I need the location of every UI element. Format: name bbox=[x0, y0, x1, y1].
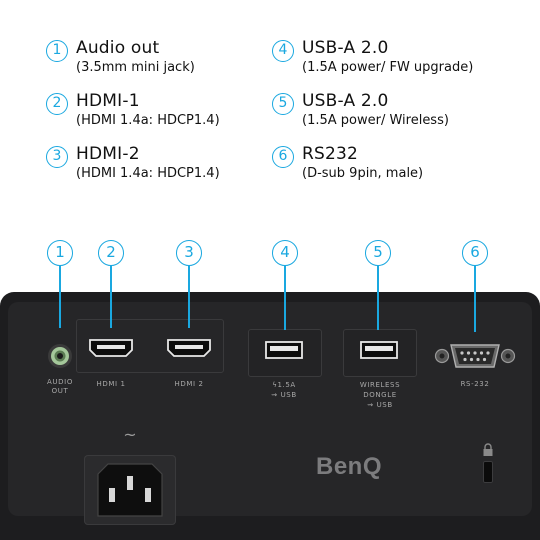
audio-jack-port[interactable] bbox=[46, 342, 74, 370]
usb-icon: ⇝ bbox=[271, 391, 278, 399]
legend-subtitle: (3.5mm mini jack) bbox=[76, 60, 195, 75]
legend-title: RS232 bbox=[302, 144, 359, 164]
legend-title: Audio out bbox=[76, 38, 160, 58]
callout-number: 2 bbox=[98, 240, 124, 266]
rs232-port[interactable] bbox=[434, 341, 516, 371]
callout-line bbox=[188, 266, 190, 328]
rs232-label: RS-232 bbox=[460, 380, 490, 388]
hdmi-1-label: HDMI 1 bbox=[96, 380, 126, 388]
kensington-slot[interactable] bbox=[483, 461, 493, 483]
lock-icon bbox=[483, 443, 493, 456]
usb-1-label-line2: ⇝ USB bbox=[271, 391, 297, 399]
legend-number-2: 2 bbox=[46, 93, 68, 115]
legend-subtitle: (HDMI 1.4a: HDCP1.4) bbox=[76, 113, 220, 128]
callout-number: 3 bbox=[176, 240, 202, 266]
legend-title: HDMI-1 bbox=[76, 91, 140, 111]
usb-icon: ⇝ bbox=[367, 401, 374, 409]
usb-a-port-2[interactable] bbox=[360, 341, 398, 359]
usb-2-label-line2: DONGLE bbox=[363, 391, 397, 399]
legend-title: USB-A 2.0 bbox=[302, 91, 389, 111]
legend-number-6: 6 bbox=[272, 146, 294, 168]
audio-label-line1: AUDIO bbox=[47, 378, 73, 386]
power-inlet-port[interactable] bbox=[94, 460, 166, 520]
legend-subtitle: (1.5A power/ Wireless) bbox=[302, 113, 449, 128]
legend-title: USB-A 2.0 bbox=[302, 38, 389, 58]
callout-number: 5 bbox=[365, 240, 391, 266]
hdmi-2-port[interactable] bbox=[166, 338, 212, 358]
callout-line bbox=[474, 266, 476, 332]
hdmi-recess bbox=[76, 319, 224, 373]
hdmi-1-port[interactable] bbox=[88, 338, 134, 358]
usb-2-label-line3: ⇝ USB bbox=[367, 401, 393, 409]
legend-title: HDMI-2 bbox=[76, 144, 140, 164]
benq-logo: BenQ bbox=[316, 453, 383, 480]
callout-number: 1 bbox=[47, 240, 73, 266]
callout-line bbox=[110, 266, 112, 328]
legend-subtitle: (HDMI 1.4a: HDCP1.4) bbox=[76, 166, 220, 181]
callout-number: 4 bbox=[272, 240, 298, 266]
ac-symbol: ~ bbox=[123, 425, 137, 444]
callout-line bbox=[284, 266, 286, 330]
legend-number-3: 3 bbox=[46, 146, 68, 168]
callout-line bbox=[377, 266, 379, 330]
legend-number-1: 1 bbox=[46, 40, 68, 62]
audio-label-line2: OUT bbox=[51, 387, 69, 395]
usb-1-label-line1: ϟ1.5A bbox=[272, 381, 296, 389]
lightning-icon: ϟ bbox=[272, 381, 278, 389]
hdmi-2-label: HDMI 2 bbox=[174, 380, 204, 388]
callout-line bbox=[59, 266, 61, 328]
legend-number-4: 4 bbox=[272, 40, 294, 62]
legend-subtitle: (D-sub 9pin, male) bbox=[302, 166, 424, 181]
usb-a-port-1[interactable] bbox=[265, 341, 303, 359]
legend-subtitle: (1.5A power/ FW upgrade) bbox=[302, 60, 474, 75]
legend-number-5: 5 bbox=[272, 93, 294, 115]
callout-number: 6 bbox=[462, 240, 488, 266]
usb-2-label-line1: WIRELESS bbox=[359, 381, 401, 389]
